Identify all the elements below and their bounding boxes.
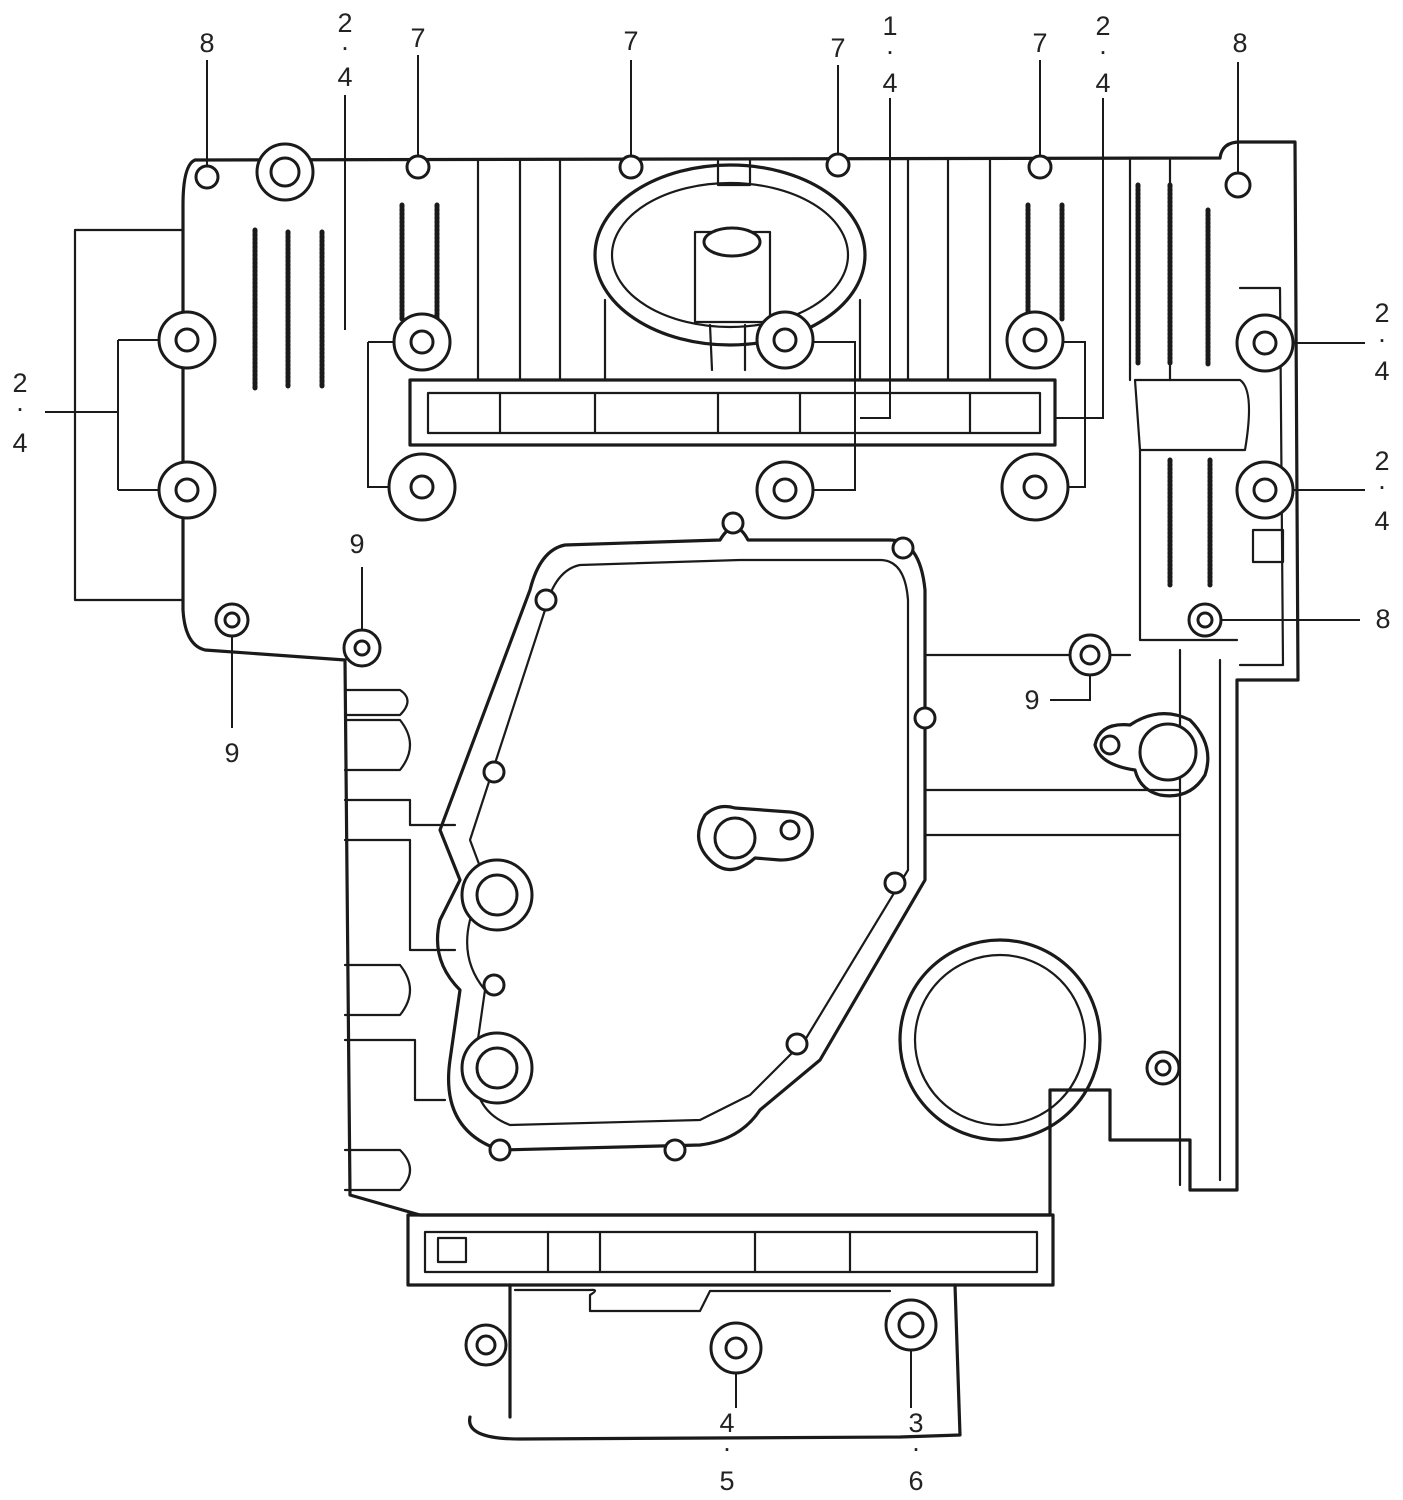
label-tr-8: 8 (1232, 28, 1247, 58)
cover-outline (73, 140, 1300, 1441)
label-r-2-4-b-top: 2 (1374, 446, 1389, 476)
label-b-3-6-top: 3 (908, 1408, 923, 1438)
leader-lines (45, 55, 1365, 1408)
label-b-4-5-dot: · (723, 1433, 732, 1463)
cover-ribs (252, 182, 1213, 588)
label-r-2-4-a-bottom: 4 (1374, 356, 1389, 386)
label-l-9: 9 (224, 738, 239, 768)
oil-pump-housing (593, 158, 867, 382)
label-m-9-a: 9 (349, 529, 364, 559)
bolt-holes (157, 142, 1295, 1375)
label-r-2-4-b-dot: · (1378, 471, 1387, 501)
label-t-2-4-b-top: 2 (1095, 11, 1110, 41)
label-t-2-4-b-dot: · (1099, 36, 1108, 66)
label-t-7-a: 7 (410, 23, 425, 53)
label-b-3-6-bottom: 6 (908, 1466, 923, 1496)
label-t-2-4-b-bottom: 4 (1095, 68, 1110, 98)
label-t-7-b: 7 (623, 26, 638, 56)
label-t-7-d: 7 (1032, 28, 1047, 58)
label-b-3-6-dot: · (912, 1433, 921, 1463)
label-r-2-4-a-top: 2 (1374, 298, 1389, 328)
label-r-2-4-b-bottom: 4 (1374, 506, 1389, 536)
label-tl-8: 8 (199, 28, 214, 58)
label-t-1-4-top: 1 (882, 11, 897, 41)
label-t-2-4-a-dot: · (341, 32, 350, 62)
label-t-2-4-a-top: 2 (337, 8, 352, 38)
label-l-2-4-dot: · (16, 393, 25, 423)
label-t-1-4-bottom: 4 (882, 68, 897, 98)
label-r-2-4-a-dot: · (1378, 324, 1387, 354)
crank-seal-bore (898, 938, 1102, 1142)
label-t-7-c: 7 (830, 33, 845, 63)
coolant-boss (1093, 711, 1210, 798)
label-t-2-4-a-bottom: 4 (337, 62, 352, 92)
label-m-9-b: 9 (1024, 685, 1039, 715)
label-b-4-5-top: 4 (719, 1408, 734, 1438)
label-b-4-5-bottom: 5 (719, 1466, 734, 1496)
gasket-bosses (460, 858, 534, 1105)
label-r-8: 8 (1375, 604, 1390, 634)
bolt-labels: 8 2 · 4 7 7 7 1 · 4 7 2 · 4 8 2 · 4 2 · … (12, 8, 1390, 1496)
label-l-2-4-bottom: 4 (12, 428, 27, 458)
label-t-1-4-dot: · (886, 36, 895, 66)
label-l-2-4-top: 2 (12, 368, 27, 398)
